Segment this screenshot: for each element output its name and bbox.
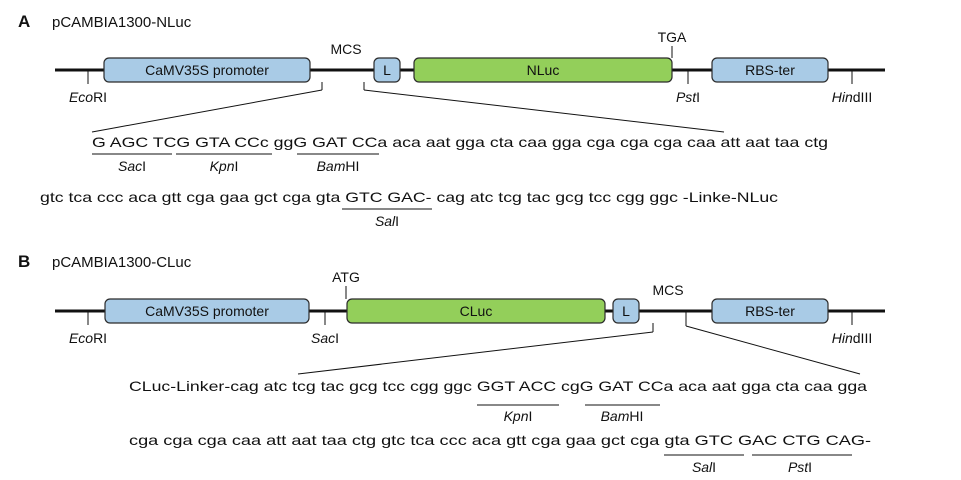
panel-b-sequence-line-2: cga cga cga caa att aat taa ctg gtc tca …	[129, 432, 871, 448]
panel-a-gene-box	[413, 57, 673, 83]
b-bamhi-rest: HI	[629, 408, 643, 424]
panel-a-promoter-label: CaMV35S promoter	[145, 62, 269, 78]
b-sali-ital: Sal	[692, 459, 713, 475]
panel-b-bamhi-label: BamHI	[601, 408, 644, 424]
b-hindiii-ital: Hin	[832, 330, 853, 346]
psti-ital: Pst	[676, 89, 697, 105]
panel-a-sequence-line-1: G AGC TCG GTA CCc ggG GAT CCa aca aat gg…	[92, 134, 828, 150]
panel-a-saci-label: SacI	[118, 158, 146, 174]
b-hindiii-rest: dIII	[853, 330, 872, 346]
bamhi-ital: Bam	[317, 158, 346, 174]
b-bamhi-ital: Bam	[601, 408, 630, 424]
panel-a-promoter-box	[103, 57, 311, 83]
panel-b-terminator-box	[711, 298, 829, 324]
panel-b-saci-site-label: SacI	[311, 330, 339, 346]
b-kpni-rest: I	[529, 408, 533, 424]
bamhi-rest: HI	[345, 158, 359, 174]
saci-ital: Sac	[118, 158, 142, 174]
panel-b-letter: B	[18, 252, 30, 271]
sali-rest: I	[395, 213, 399, 229]
panel-a-linker-box	[373, 57, 401, 83]
panel-b: B pCAMBIA1300-CLuc CaMV35S promoter CLuc…	[18, 252, 885, 475]
panel-a-mcs-label: MCS	[330, 41, 361, 57]
panel-a-sequence-line-2: gtc tca ccc aca gtt cga gaa gct cga gta …	[40, 189, 778, 205]
panel-a-hindiii-label: HindIII	[832, 89, 872, 105]
panel-b-start-codon-label: ATG	[332, 269, 360, 285]
kpni-ital: Kpn	[210, 158, 235, 174]
panel-b-hindiii-label: HindIII	[832, 330, 872, 346]
panel-a-stop-codon-label: TGA	[658, 29, 687, 45]
panel-a-ecori-label: EcoRI	[69, 89, 107, 105]
b-sali-rest: I	[712, 459, 716, 475]
panel-b-linker-box	[612, 298, 640, 324]
hindiii-rest: dIII	[853, 89, 872, 105]
panel-a-bamhi-label: BamHI	[317, 158, 360, 174]
panel-b-sequence-line-1: CLuc-Linker-cag atc tcg tac gcg tcc cgg …	[129, 378, 867, 394]
panel-b-mcs-label: MCS	[652, 282, 683, 298]
panel-b-linker-label: L	[622, 303, 630, 319]
b-kpni-ital: Kpn	[504, 408, 529, 424]
ecori-ital: Eco	[69, 89, 93, 105]
panel-a-kpni-label: KpnI	[210, 158, 239, 174]
panel-a-letter: A	[18, 12, 30, 31]
hindiii-ital: Hin	[832, 89, 853, 105]
panel-a-linker-label: L	[383, 62, 391, 78]
panel-a-terminator-box	[711, 57, 829, 83]
panel-b-promoter-label: CaMV35S promoter	[145, 303, 269, 319]
b-psti-rest: I	[808, 459, 812, 475]
sali-ital: Sal	[375, 213, 396, 229]
panel-a-terminator-label: RBS-ter	[745, 62, 795, 78]
panel-b-gene-label: CLuc	[460, 303, 493, 319]
panel-b-gene-box	[346, 298, 606, 324]
panel-b-sali-label: SalI	[692, 459, 716, 475]
panel-b-promoter-box	[104, 298, 310, 324]
panel-a-psti-label: PstI	[676, 89, 700, 105]
panel-b-title: pCAMBIA1300-CLuc	[52, 254, 192, 271]
b-saci-rest: I	[335, 330, 339, 346]
psti-rest: I	[696, 89, 700, 105]
panel-b-psti-label: PstI	[788, 459, 812, 475]
panel-b-ecori-label: EcoRI	[69, 330, 107, 346]
b-ecori-rest: RI	[93, 330, 107, 346]
b-psti-ital: Pst	[788, 459, 809, 475]
panel-a-sali-label: SalI	[375, 213, 399, 229]
panel-b-zoom-line-right	[685, 325, 861, 375]
b-ecori-ital: Eco	[69, 330, 93, 346]
kpni-rest: I	[235, 158, 239, 174]
panel-b-kpni-label: KpnI	[504, 408, 533, 424]
ecori-rest: RI	[93, 89, 107, 105]
panel-a-title: pCAMBIA1300-NLuc	[52, 14, 192, 31]
panel-a: A pCAMBIA1300-NLuc CaMV35S promoter L NL…	[18, 12, 885, 229]
panel-b-zoom-line-left	[297, 331, 654, 375]
panel-a-gene-label: NLuc	[527, 62, 560, 78]
panel-b-terminator-label: RBS-ter	[745, 303, 795, 319]
saci-rest: I	[142, 158, 146, 174]
b-saci-ital: Sac	[311, 330, 335, 346]
panel-a-zoom-line-left	[91, 89, 323, 133]
panel-a-zoom-line-right	[363, 89, 725, 133]
